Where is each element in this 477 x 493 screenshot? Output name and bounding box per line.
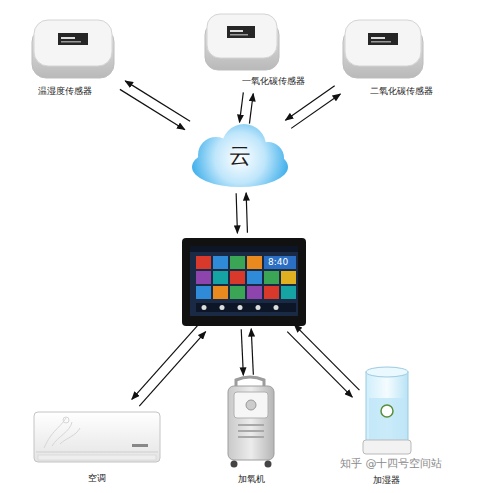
cloud-node: 云 xyxy=(190,126,290,190)
control-tablet xyxy=(182,238,306,326)
oxygen-machine xyxy=(228,377,274,468)
arrow-connector xyxy=(120,89,185,129)
arrow-connector xyxy=(287,332,352,398)
humidifier xyxy=(363,367,411,454)
arrow-connector xyxy=(241,329,243,375)
arrow-connector xyxy=(246,193,247,233)
watermark: 知乎 @十四号空间站 xyxy=(338,457,445,471)
sensor-device xyxy=(32,20,114,78)
node-label: 一氧化碳传感器 xyxy=(242,76,305,87)
arrow-connector xyxy=(125,81,190,121)
sensor-node: 温湿度传感器 xyxy=(28,12,120,98)
arrow-connector xyxy=(132,325,198,400)
node-label: 8:40 xyxy=(268,257,288,268)
node-label: 加湿器 xyxy=(373,475,400,486)
arrow-connector xyxy=(236,193,237,233)
arrow-connector xyxy=(291,94,340,128)
device-node: 空调 xyxy=(30,405,164,487)
arrow-connector xyxy=(294,325,359,391)
sensor-node: 一氧化碳传感器 xyxy=(200,6,308,90)
node-label: 加氧机 xyxy=(238,474,265,485)
node-label: 温湿度传感器 xyxy=(38,86,92,97)
arrow-connector xyxy=(239,92,243,122)
arrow-connector xyxy=(139,332,205,407)
arrow-connector xyxy=(249,94,253,124)
air-conditioner xyxy=(34,412,160,462)
node-label: 云 xyxy=(229,143,251,169)
sensor-node: 二氧化碳传感器 xyxy=(340,12,435,98)
sensor-device xyxy=(343,20,423,78)
sensor-device xyxy=(205,14,279,70)
device-node: 加氧机 xyxy=(222,378,280,486)
tablet-node: 8:40 xyxy=(182,236,306,326)
cloud-shape xyxy=(192,124,288,187)
arrow-connector xyxy=(251,329,253,375)
node-label: 二氧化碳传感器 xyxy=(370,86,433,97)
node-label: 空调 xyxy=(88,473,106,484)
